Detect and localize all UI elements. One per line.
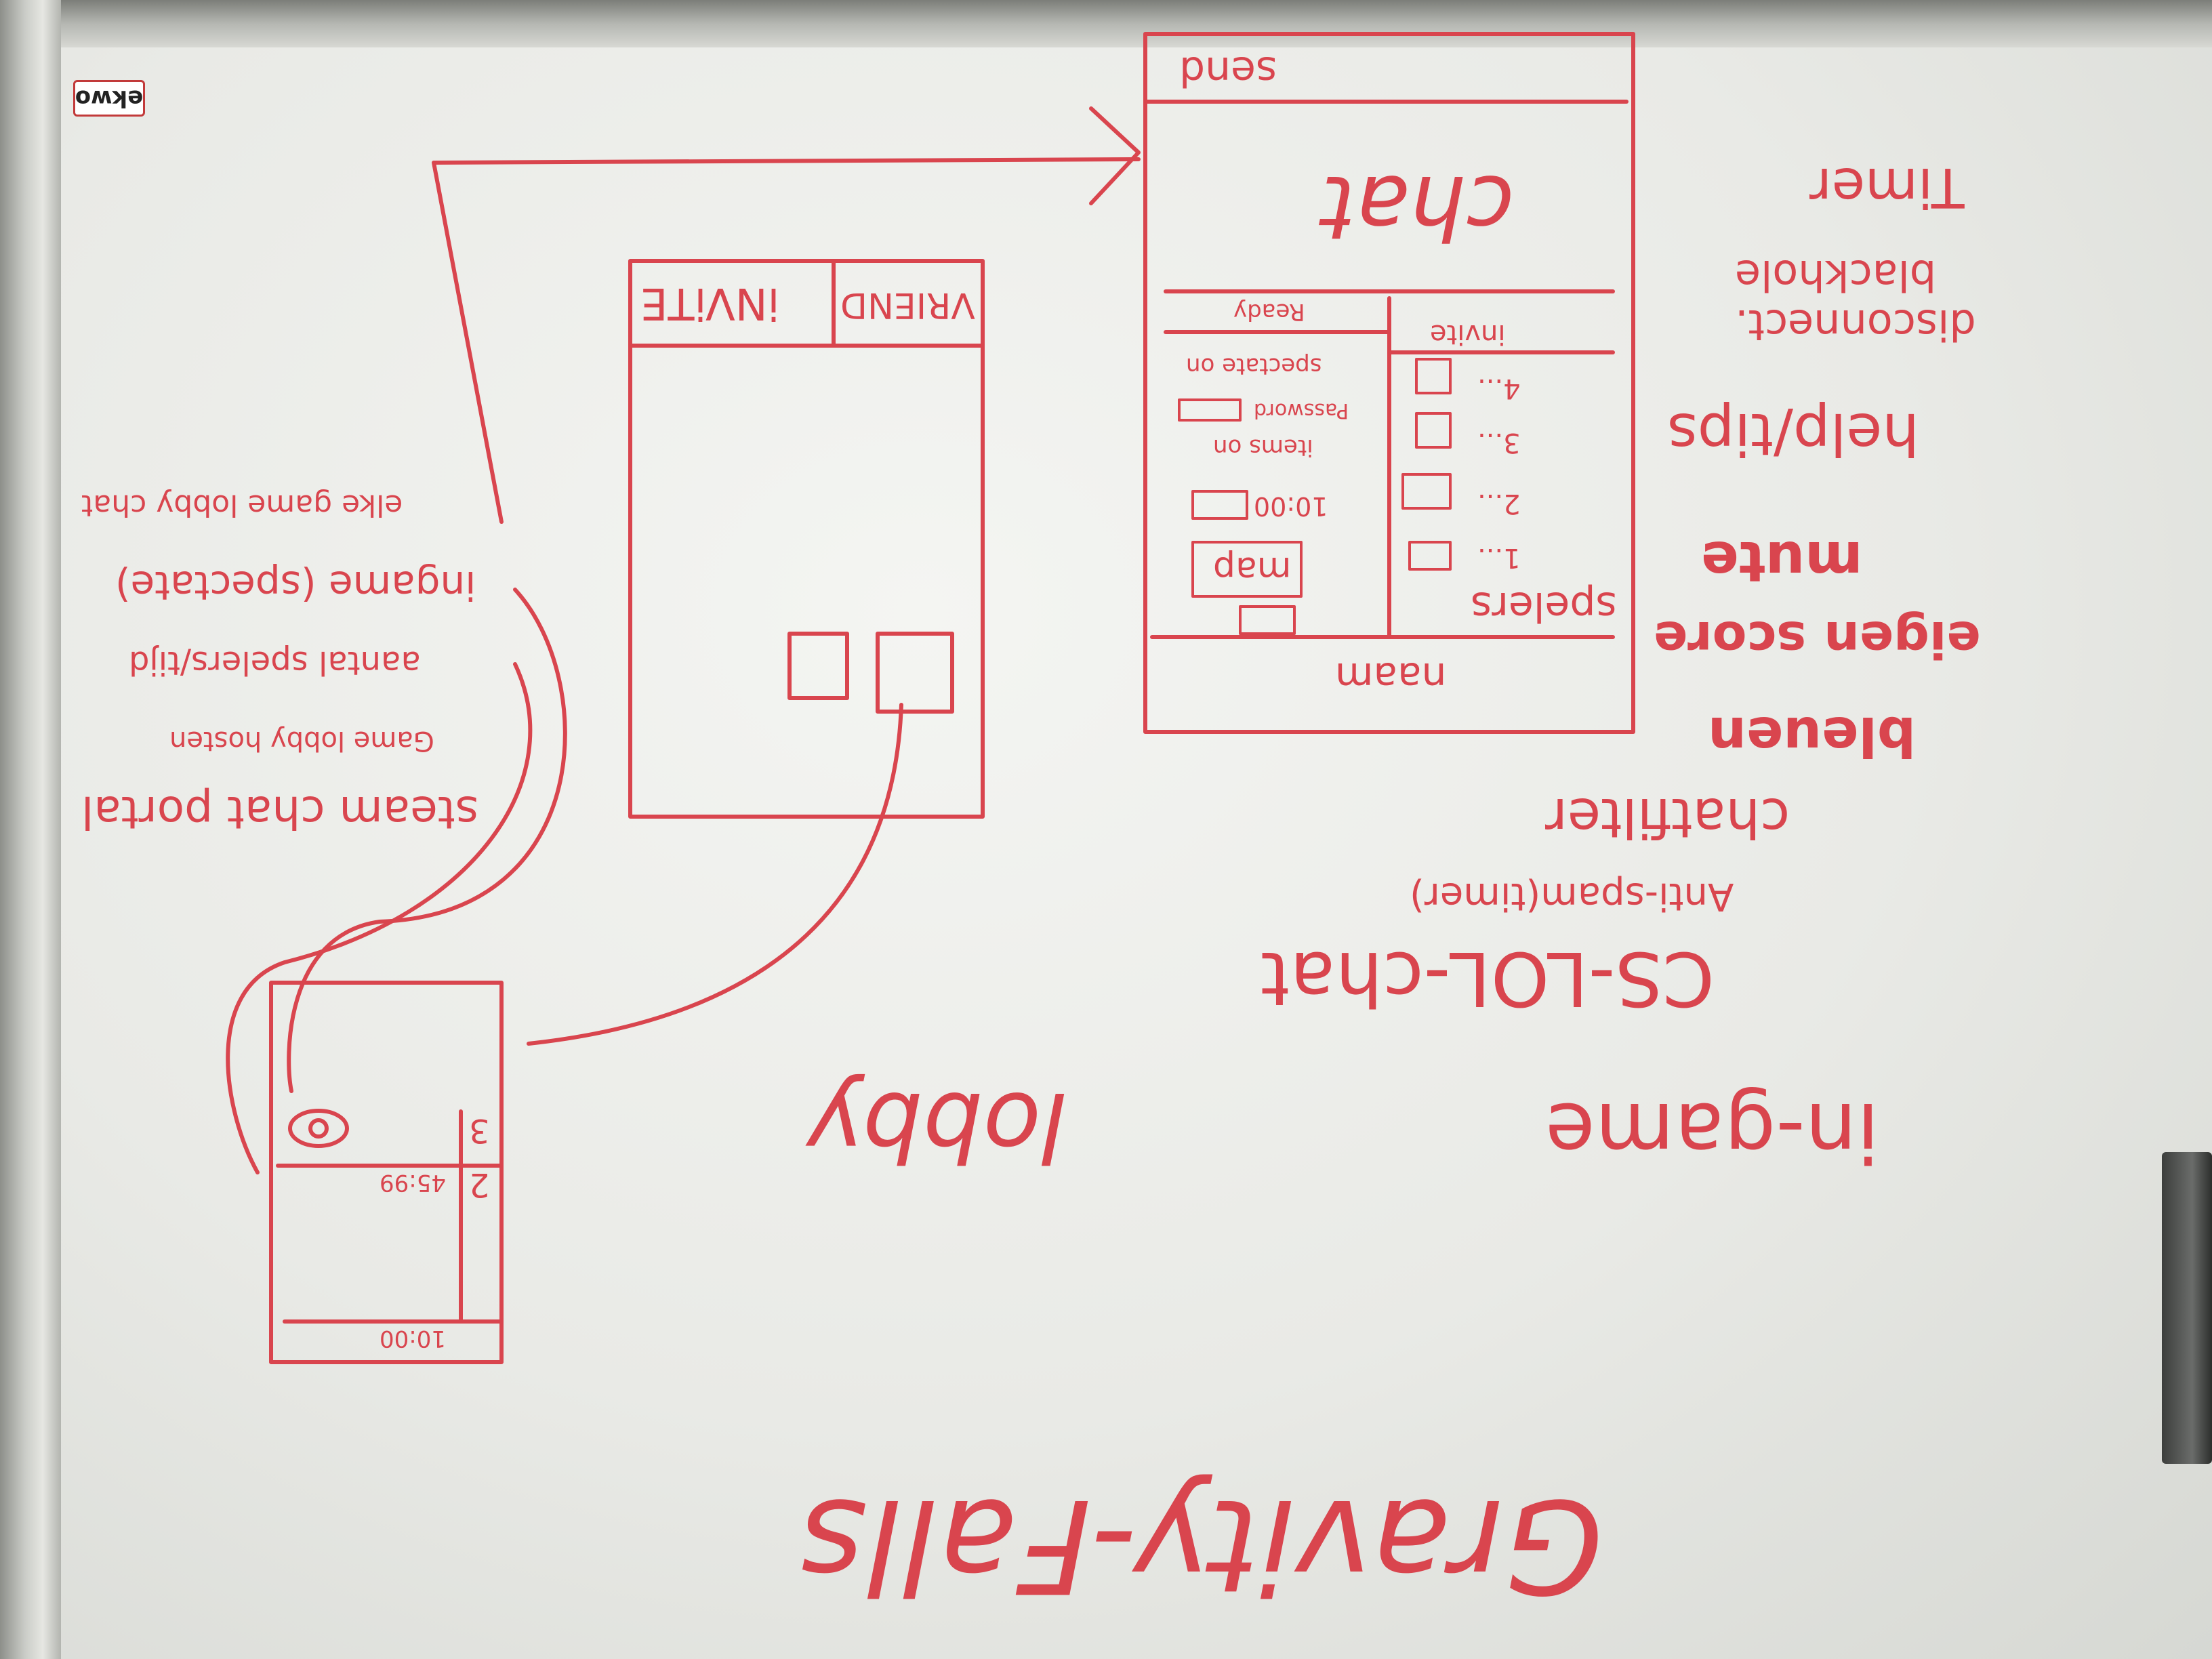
password-field — [1178, 398, 1242, 422]
friends-window-outline — [628, 259, 985, 819]
marker-tray — [2162, 1152, 2212, 1464]
feature-item: help/tips — [1667, 400, 1919, 468]
chat-idea-item: Game lobby hosten — [169, 725, 434, 756]
whiteboard-frame-top — [0, 0, 2212, 47]
friends-square — [787, 632, 849, 700]
feature-item: eigen score — [1654, 610, 1981, 668]
chat-idea-item: aantal spelers/tijd — [129, 644, 421, 682]
ingame-score: 45:99 — [380, 1169, 446, 1196]
feature-item: Timer — [1809, 156, 1965, 219]
map-arrows — [1239, 605, 1296, 635]
spectate-label: spectate on — [1186, 352, 1322, 380]
chat-idea-item: elke game lobby chat — [81, 488, 403, 523]
items-label: items on — [1213, 434, 1313, 461]
feature-item: chatfilter — [1545, 786, 1790, 849]
player-number: 4... — [1477, 373, 1521, 404]
feature-item: mute — [1701, 529, 1863, 593]
password-label: Password — [1254, 398, 1349, 422]
invite-label: invite — [1430, 319, 1506, 350]
time-label: 10:00 — [1254, 491, 1328, 521]
chat-idea-item: ingame (spectate) — [115, 562, 476, 609]
ready-label: Ready — [1233, 298, 1305, 325]
players-heading: spelers — [1471, 583, 1617, 630]
curve-friends-to-ingame — [527, 703, 903, 1046]
map-box — [1191, 541, 1303, 598]
player-number: 3... — [1477, 427, 1521, 458]
feature-item: in-game — [1545, 1084, 1880, 1179]
player-number: 1... — [1477, 542, 1521, 573]
ingame-row-3: 3 — [469, 1111, 490, 1149]
whiteboard-frame-left — [0, 0, 61, 1659]
time-arrows — [1191, 490, 1248, 520]
chat-label: chat — [1322, 156, 1515, 259]
chat-idea-item: steam chat portal — [81, 786, 479, 838]
send-label: send — [1179, 47, 1277, 95]
ingame-time: 10:00 — [380, 1325, 446, 1352]
arrow-head-lobby — [1089, 106, 1141, 205]
player-icon-3 — [1415, 412, 1452, 449]
map-label: map — [1213, 549, 1292, 590]
curve-spectate-to-eye — [287, 588, 567, 1093]
lobby-label: lobby — [806, 1071, 1068, 1181]
friends-speech-box — [876, 632, 954, 714]
feature-item: bleuen — [1708, 705, 1917, 768]
feature-item: disconnect. blackhole — [1735, 251, 1976, 350]
name-label: naam — [1335, 654, 1447, 700]
player-icon-2 — [1401, 473, 1452, 510]
title-gravity-falls: Gravity-Falls — [800, 1471, 1604, 1620]
feature-item: CS-LOL-chat — [1261, 935, 1715, 1022]
arrow-to-lobby — [432, 157, 1141, 524]
eye-icon — [288, 1109, 349, 1148]
ingame-window-outline — [269, 981, 504, 1364]
player-icon-4 — [1415, 358, 1452, 394]
player-icon-1 — [1408, 541, 1452, 571]
curve-spectate-to-window — [226, 662, 533, 1174]
eye-pupil — [308, 1118, 329, 1139]
lobby-window-outline — [1143, 32, 1635, 734]
ingame-row-2: 2 — [469, 1166, 490, 1204]
player-number: 2... — [1477, 488, 1521, 519]
feature-item: Anti-spam(timer) — [1410, 874, 1734, 918]
tab-friends: VRIEND — [840, 285, 975, 325]
tab-invite: iNViTE — [640, 278, 780, 328]
whiteboard-surface — [61, 47, 2212, 1659]
